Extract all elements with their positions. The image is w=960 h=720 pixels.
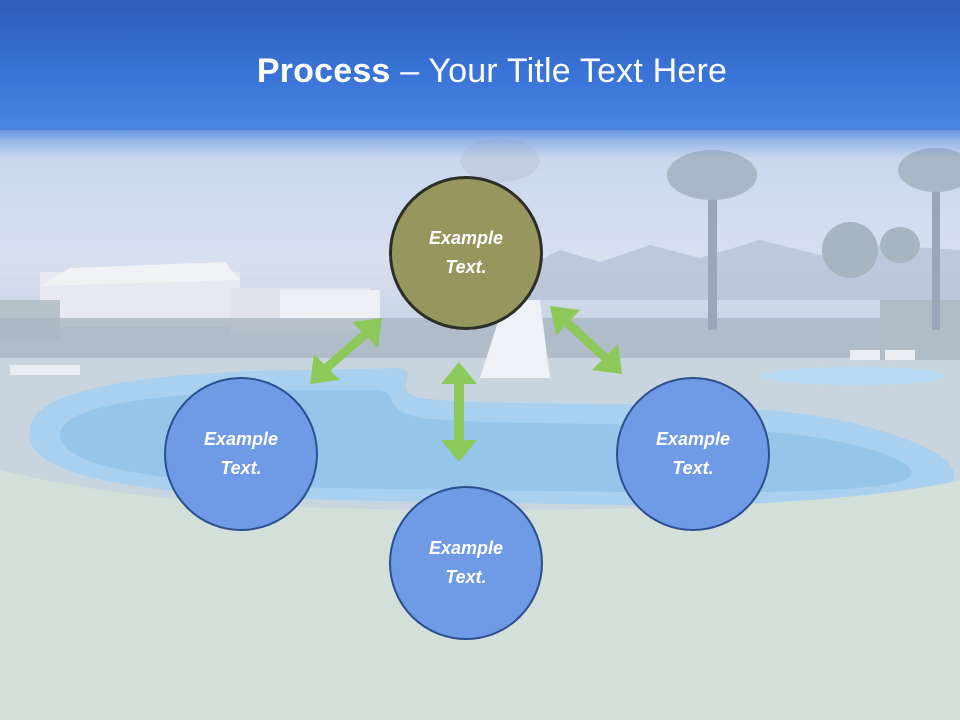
node-top-line2: Text. <box>445 257 487 277</box>
node-right-line2: Text. <box>672 458 714 478</box>
process-node-top: Example Text. <box>389 176 543 330</box>
process-node-right: Example Text. <box>616 377 770 531</box>
title-rest: – Your Title Text Here <box>390 52 728 90</box>
node-left-line1: Example <box>203 429 279 449</box>
node-right-line1: Example <box>655 429 731 449</box>
arrow-upper-right <box>550 306 622 374</box>
process-node-bottom: Example Text. <box>389 486 543 640</box>
title-banner <box>0 0 960 130</box>
node-bottom-line1: Example <box>428 538 504 558</box>
arrow-upper-left <box>310 318 382 384</box>
node-left-line2: Text. <box>220 458 262 478</box>
title-banner-fade <box>0 118 960 158</box>
title-bold: Process <box>256 52 391 90</box>
node-top-line1: Example <box>428 228 504 248</box>
node-bottom-line2: Text. <box>445 567 487 587</box>
arrow-vertical <box>441 362 477 462</box>
process-node-left: Example Text. <box>164 377 318 531</box>
slide-title: Process – Your Title Text Here <box>0 52 960 91</box>
